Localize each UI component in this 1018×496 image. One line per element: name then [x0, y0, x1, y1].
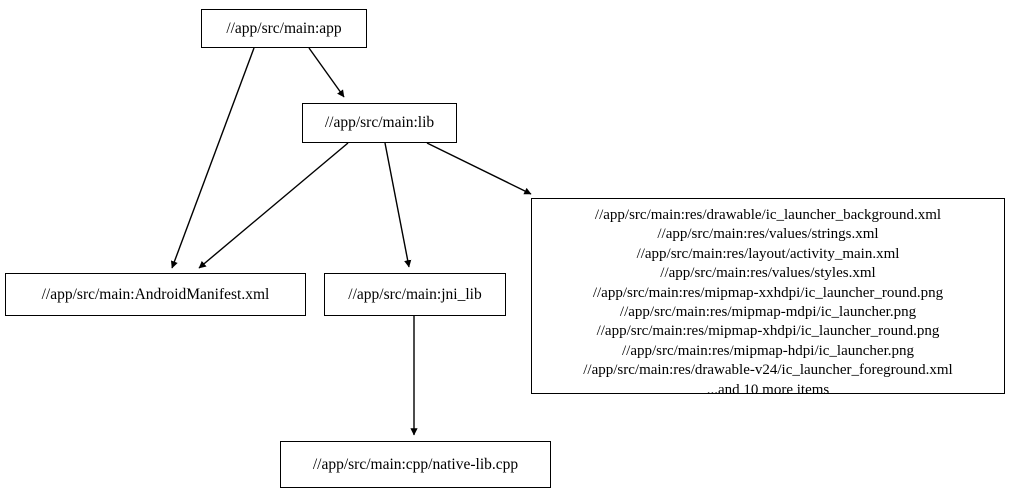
node-app-label: //app/src/main:app	[226, 19, 342, 37]
res-group-line: //app/src/main:res/mipmap-hdpi/ic_launch…	[621, 342, 914, 359]
res-group-line: //app/src/main:res/mipmap-mdpi/ic_launch…	[619, 304, 917, 321]
res-group-more-items: ...and 10 more items	[706, 381, 830, 398]
res-group-line: //app/src/main:res/layout/activity_main.…	[636, 245, 900, 262]
node-res-group-label: //app/src/main:res/drawable/ic_launcher_…	[532, 206, 1004, 400]
res-group-line: //app/src/main:res/values/strings.xml	[657, 226, 879, 243]
node-app[interactable]: //app/src/main:app	[201, 9, 367, 48]
node-jni-lib-label: //app/src/main:jni_lib	[348, 285, 482, 303]
res-group-line: //app/src/main:res/drawable/ic_launcher_…	[594, 207, 942, 223]
res-group-line: //app/src/main:res/mipmap-xxhdpi/ic_laun…	[592, 284, 944, 301]
node-android-manifest[interactable]: //app/src/main:AndroidManifest.xml	[5, 273, 306, 316]
edge-app-to-lib	[308, 47, 345, 98]
res-group-line: //app/src/main:res/values/styles.xml	[660, 265, 876, 282]
edge-lib-to-jni-lib	[384, 142, 412, 268]
edge-lib-to-manifest	[198, 142, 349, 269]
res-group-line: //app/src/main:res/drawable-v24/ic_launc…	[583, 362, 953, 379]
node-android-manifest-label: //app/src/main:AndroidManifest.xml	[41, 285, 270, 303]
node-native-lib-label: //app/src/main:cpp/native-lib.cpp	[312, 455, 519, 473]
node-res-group[interactable]: //app/src/main:res/drawable/ic_launcher_…	[531, 198, 1005, 398]
node-lib[interactable]: //app/src/main:lib	[302, 103, 457, 143]
node-lib-label: //app/src/main:lib	[324, 114, 435, 132]
edge-lib-to-res-group	[426, 142, 532, 195]
res-group-line: //app/src/main:res/mipmap-xhdpi/ic_launc…	[596, 323, 940, 340]
node-native-lib[interactable]: //app/src/main:cpp/native-lib.cpp	[280, 441, 551, 488]
edge-app-to-manifest	[170, 47, 255, 269]
node-jni-lib[interactable]: //app/src/main:jni_lib	[324, 273, 506, 316]
